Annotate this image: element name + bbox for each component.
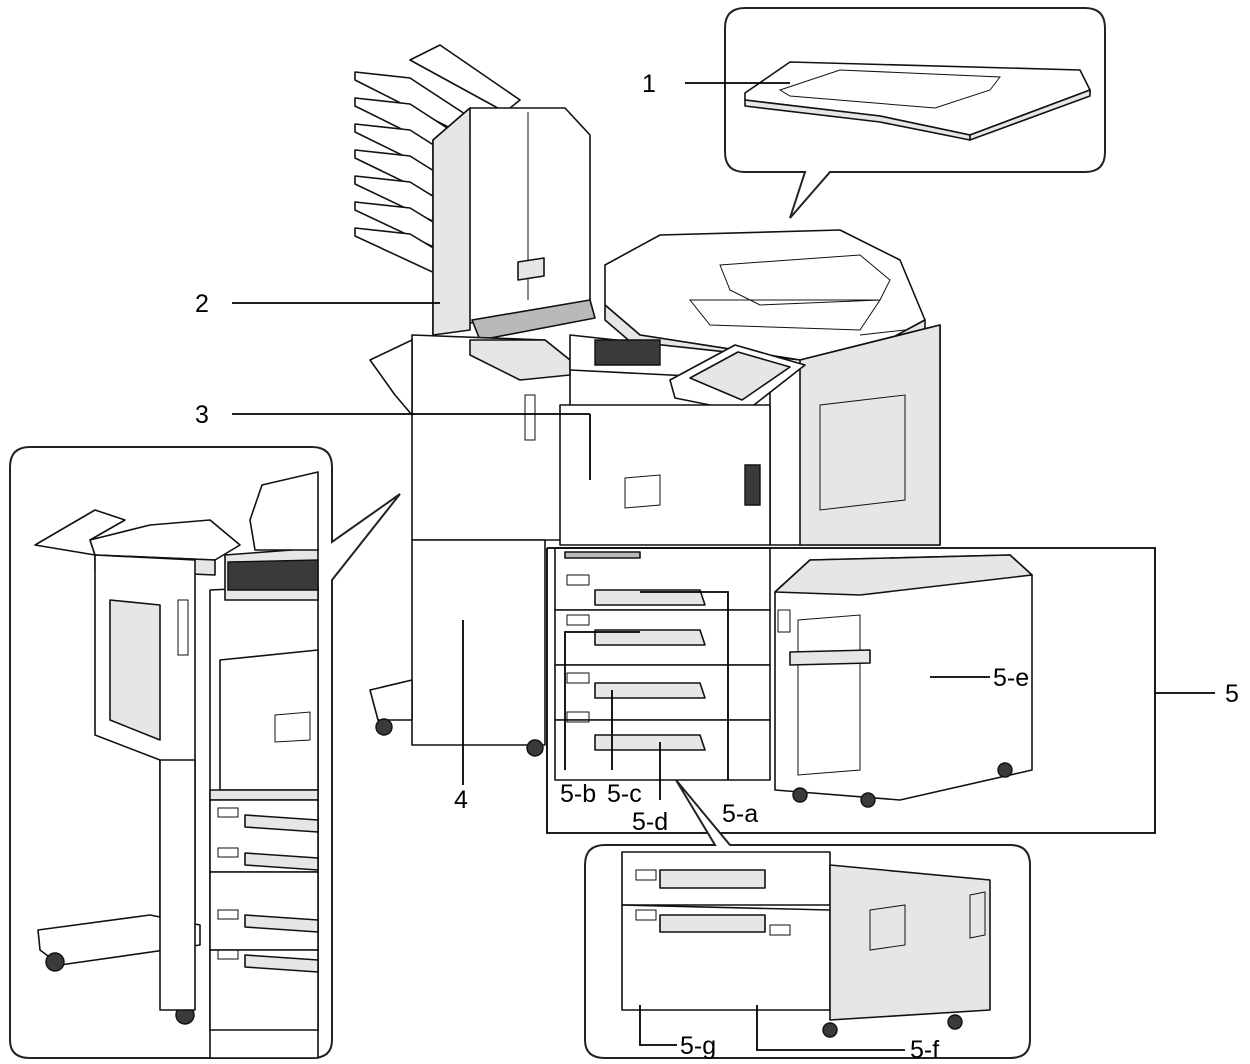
- callout-5: 5: [1225, 680, 1239, 708]
- leader-5b: [564, 631, 640, 770]
- callout-4: 4: [454, 786, 468, 814]
- finisher-detail-icon: [34, 471, 319, 1059]
- callout-1: 1: [642, 70, 656, 98]
- leader-5g: [639, 1005, 677, 1046]
- multifunction-printer: [559, 229, 941, 546]
- document-finisher: [369, 107, 596, 757]
- paper-feeder-detail-bubble: [584, 779, 1031, 1059]
- leader-5a: [640, 591, 729, 780]
- finisher-detail-drawers: [209, 799, 319, 1031]
- paper-feeder-group: [554, 547, 771, 781]
- callout-5f: 5-f: [910, 1036, 939, 1059]
- callout-5c: 5-c: [607, 780, 642, 808]
- callout-5g: 5-g: [680, 1032, 716, 1059]
- original-cover-icon: [744, 61, 1091, 141]
- original-cover-bubble: [724, 7, 1106, 219]
- callout-5b: 5-b: [560, 780, 596, 808]
- leader-5f: [756, 1005, 905, 1051]
- side-large-capacity-feeder: [774, 554, 1033, 808]
- callout-3: 3: [195, 401, 209, 429]
- paper-feeder-detail-icon: [621, 851, 991, 1038]
- finisher-detail-bubble: [9, 446, 401, 1059]
- callout-5a: 5-a: [722, 800, 758, 828]
- callout-labels: 1 2 3 4 5 5-a 5-b 5-c 5-d 5-e 5-f 5-g: [195, 70, 1239, 1064]
- leader-lines: [232, 82, 1215, 1051]
- callout-5d: 5-d: [632, 808, 668, 836]
- callout-2: 2: [195, 290, 209, 318]
- paper-feeder-bracket: [546, 547, 1156, 834]
- callout-5e: 5-e: [993, 664, 1029, 692]
